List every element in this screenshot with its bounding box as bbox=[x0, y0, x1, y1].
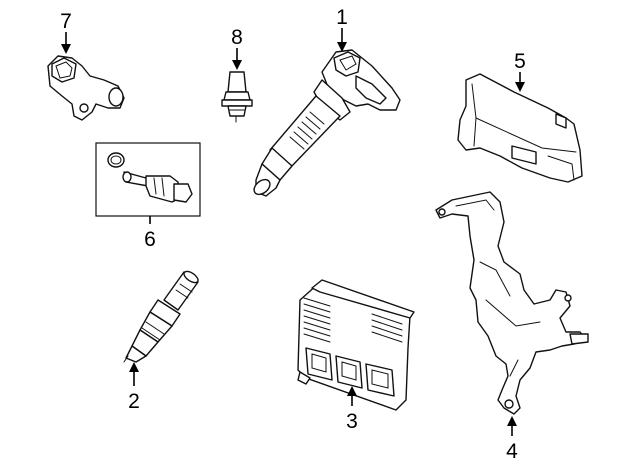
callout-7: 7 bbox=[60, 10, 72, 54]
callout-1: 1 bbox=[336, 6, 348, 52]
callout-1-label: 1 bbox=[336, 6, 348, 29]
crankshaft-position-sensor bbox=[47, 55, 125, 121]
callout-4-label: 4 bbox=[506, 440, 518, 463]
part-6-frame bbox=[95, 142, 201, 217]
callout-3-label: 3 bbox=[346, 410, 358, 433]
callout-6-label: 6 bbox=[144, 228, 156, 251]
callout-4: 4 bbox=[506, 416, 518, 463]
callout-8-label: 8 bbox=[231, 26, 243, 49]
callout-2-label: 2 bbox=[128, 390, 140, 413]
callout-6: 6 bbox=[144, 216, 156, 251]
callout-5: 5 bbox=[514, 50, 526, 92]
sensor-with-o-ring bbox=[95, 142, 201, 217]
callout-3: 3 bbox=[346, 386, 358, 433]
module-cover bbox=[457, 73, 583, 183]
spark-plug bbox=[123, 270, 199, 363]
bracket bbox=[435, 191, 589, 415]
callout-2: 2 bbox=[128, 362, 140, 413]
temperature-sensor bbox=[221, 71, 253, 123]
callout-7-label: 7 bbox=[60, 10, 72, 33]
callout-5-label: 5 bbox=[514, 50, 526, 73]
callout-8: 8 bbox=[231, 26, 243, 70]
engine-control-module bbox=[297, 279, 415, 411]
ignition-coil bbox=[253, 49, 401, 197]
